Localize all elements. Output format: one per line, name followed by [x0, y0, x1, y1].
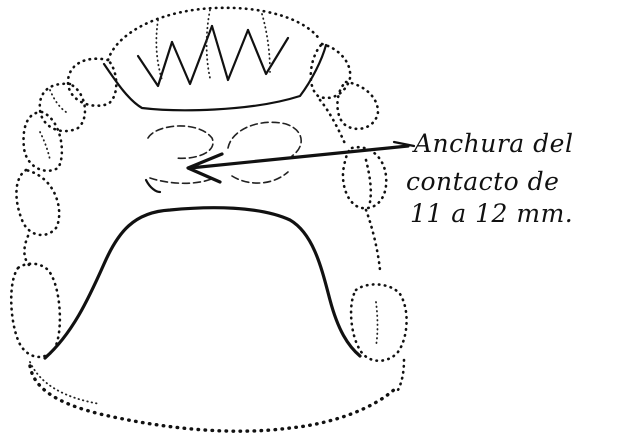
right-flank-dots — [398, 360, 404, 390]
annotation-label: Anchura del contacto de 11 a 12 mm. — [406, 129, 573, 228]
contact-area-shapes — [146, 122, 301, 192]
annotation-line-1: Anchura del — [412, 129, 573, 158]
incisor-teeth — [104, 8, 326, 110]
arch-base-outline — [30, 366, 396, 431]
annotation-line-3: 11 a 12 mm. — [410, 199, 573, 228]
palate-curve — [45, 208, 360, 358]
annotation-line-2: contacto de — [406, 167, 559, 196]
arch-base-inner — [30, 362, 100, 404]
left-posterior-teeth — [11, 59, 116, 357]
annotation-arrow — [188, 142, 414, 182]
right-posterior-teeth — [311, 44, 407, 361]
